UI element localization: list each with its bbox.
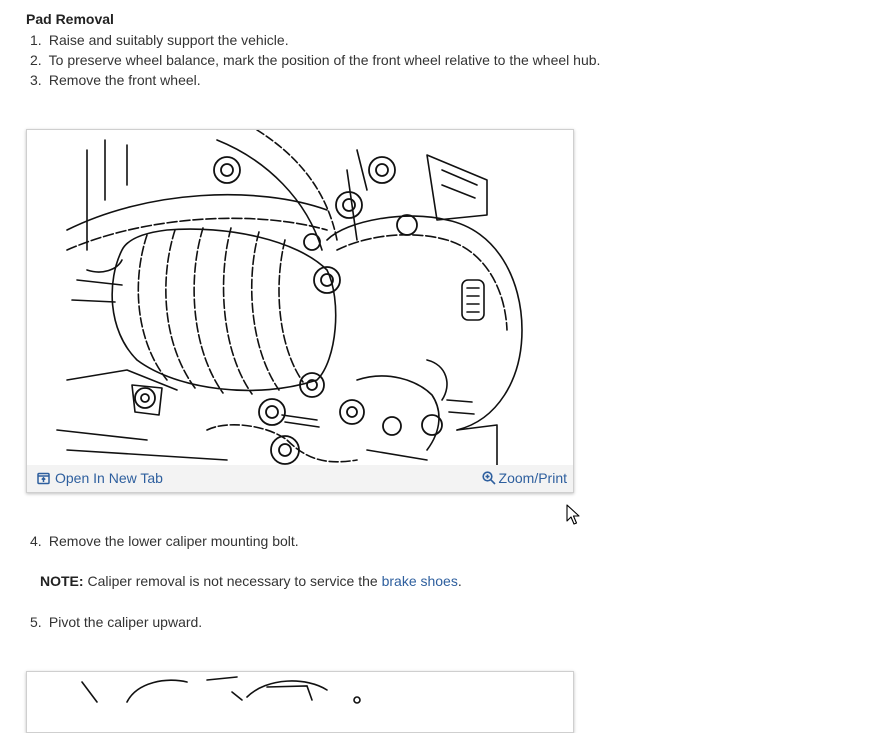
step-text: Raise and suitably support the vehicle. — [48, 32, 289, 48]
open-in-new-tab-link[interactable]: Open In New Tab — [37, 470, 163, 486]
step-1: 1. Raise and suitably support the vehicl… — [30, 32, 289, 48]
step-3: 3. Remove the front wheel. — [30, 72, 201, 88]
step-2: 2. To preserve wheel balance, mark the p… — [30, 52, 600, 68]
section-title: Pad Removal — [26, 11, 114, 27]
step-number: 4. — [30, 533, 42, 549]
step-number: 1. — [30, 32, 42, 48]
next-illustration[interactable] — [27, 672, 573, 732]
step-number: 2. — [30, 52, 42, 68]
note-text: Caliper removal is not necessary to serv… — [83, 573, 382, 589]
figure-next-illustration — [26, 671, 574, 733]
mouse-cursor-icon — [566, 504, 580, 525]
step-number: 5. — [30, 614, 42, 630]
zoom-print-label: Zoom/Print — [498, 470, 567, 486]
open-in-new-tab-label: Open In New Tab — [55, 470, 163, 486]
brake-shoes-link[interactable]: brake shoes — [381, 573, 458, 589]
note-suffix: . — [457, 573, 462, 589]
step-text: Pivot the caliper upward. — [48, 614, 203, 630]
figure-toolbar: Open In New Tab Zoom/Print — [27, 465, 573, 492]
figure-brake-caliper: Open In New Tab Zoom/Print — [26, 129, 574, 493]
zoom-print-link[interactable]: Zoom/Print — [481, 470, 567, 486]
open-in-new-tab-icon — [37, 472, 50, 485]
brake-caliper-illustration[interactable] — [27, 130, 573, 465]
step-text: To preserve wheel balance, mark the posi… — [48, 52, 601, 68]
step-text: Remove the lower caliper mounting bolt. — [48, 533, 299, 549]
step-4: 4. Remove the lower caliper mounting bol… — [30, 533, 299, 549]
note-label: NOTE: — [40, 573, 84, 589]
step-text: Remove the front wheel. — [48, 72, 201, 88]
step-number: 3. — [30, 72, 42, 88]
note: NOTE: Caliper removal is not necessary t… — [40, 573, 462, 589]
step-5: 5. Pivot the caliper upward. — [30, 614, 202, 630]
zoom-in-icon — [481, 471, 496, 485]
